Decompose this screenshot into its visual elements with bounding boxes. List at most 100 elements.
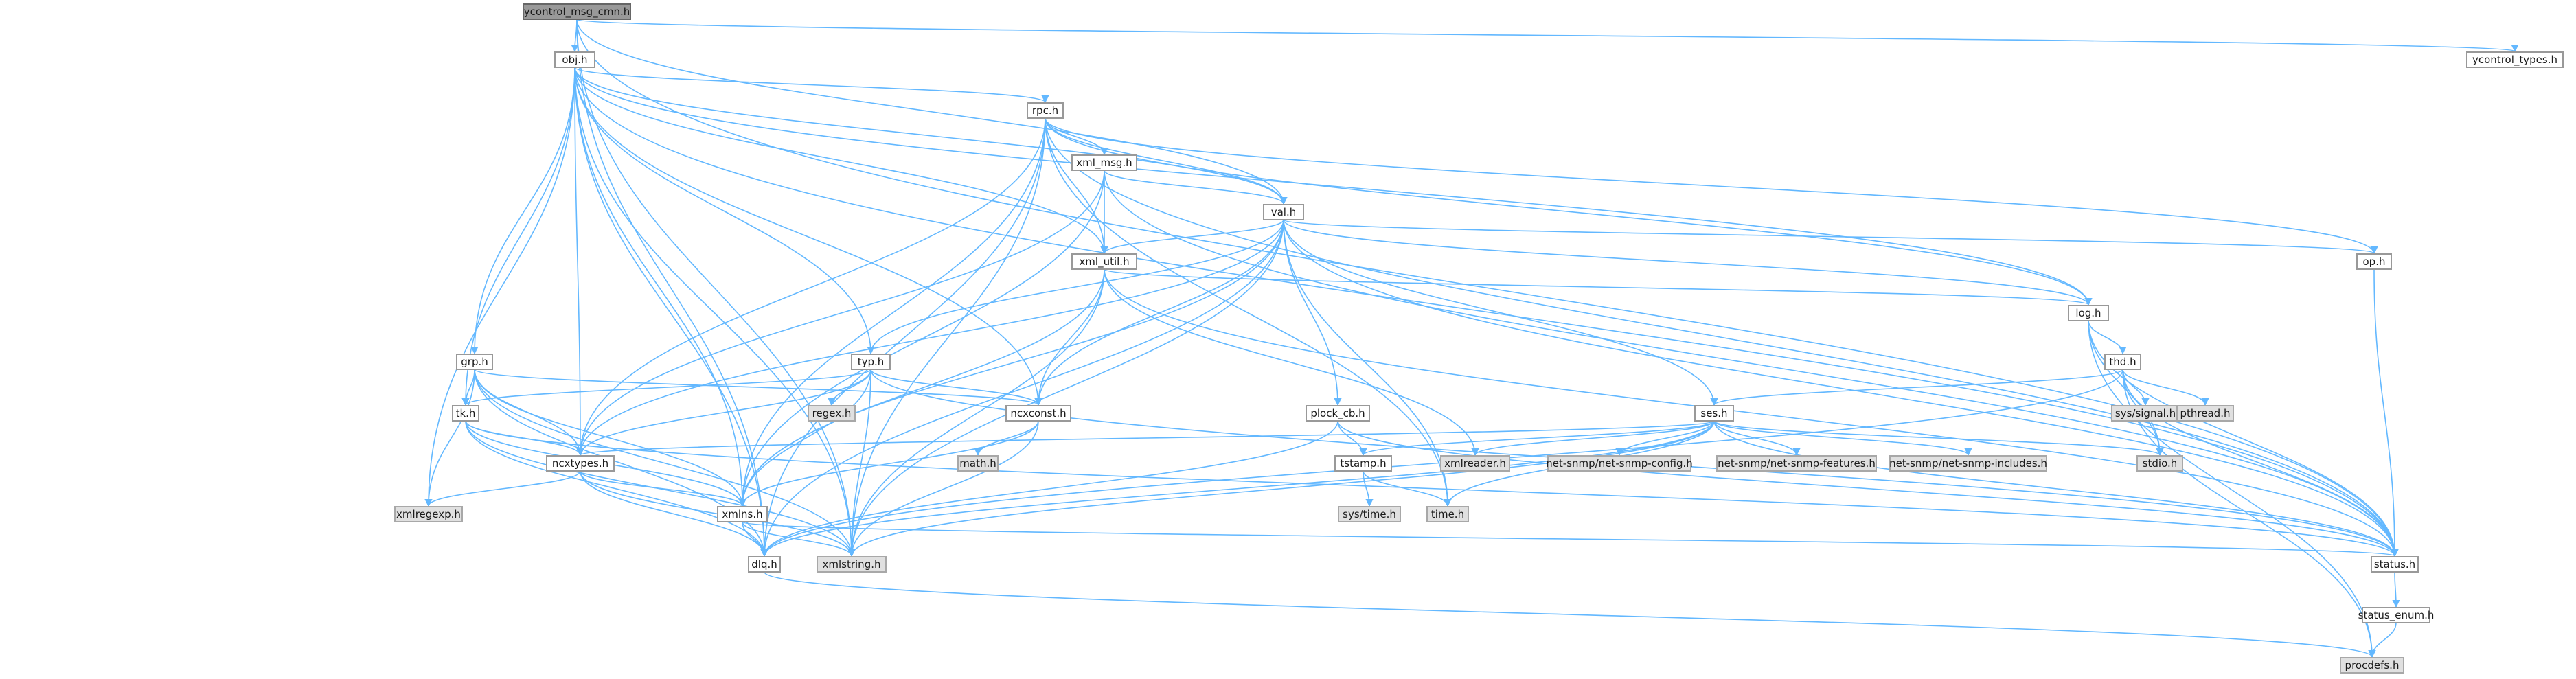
node-box <box>1426 506 1469 522</box>
node-box <box>1263 204 1304 220</box>
node-obj_h[interactable]: obj.h <box>554 51 595 68</box>
edge-xml_util_h-to-log_h <box>1104 268 2092 306</box>
edge-val_h-to-op_h <box>1283 219 2378 255</box>
edge-ses_h-to-net_snmp_config_h <box>1615 420 1715 457</box>
node-ycontrol_msg_cmn_h[interactable]: ycontrol_msg_cmn.h <box>523 3 631 20</box>
node-box <box>1071 253 1137 270</box>
node-status_h[interactable]: status.h <box>2371 556 2419 573</box>
node-box <box>456 354 493 370</box>
node-label: time.h <box>1431 508 1464 520</box>
node-status_enum_h[interactable]: status_enum.h <box>2358 607 2435 623</box>
edge-plock_cb_h-to-status_h <box>1337 420 2399 557</box>
edge-ses_h-to-status_h <box>1713 420 2399 557</box>
node-xml_msg_h[interactable]: xml_msg.h <box>1071 154 1137 171</box>
edge-tstamp_h-to-sys_time_h <box>1363 470 1374 507</box>
edge-obj_h-to-xmlns_h <box>574 67 746 507</box>
edge-tstamp_h-to-time_h <box>1363 470 1452 507</box>
node-box <box>2466 51 2564 68</box>
node-net_snmp_config_h: net-snmp/net-snmp-config.h <box>1546 455 1693 472</box>
node-box <box>2136 455 2183 472</box>
node-label: ncxconst.h <box>1010 407 1066 419</box>
node-tstamp_h[interactable]: tstamp.h <box>1334 455 1392 472</box>
node-label: net-snmp/net-snmp-config.h <box>1546 457 1693 470</box>
edge-xmlns_h-to-dlq_h <box>742 521 768 557</box>
node-box <box>2356 253 2392 270</box>
node-op_h[interactable]: op.h <box>2356 253 2392 270</box>
edge-obj_h-to-dlq_h <box>574 67 768 557</box>
node-label: plock_cb.h <box>1310 407 1365 420</box>
node-xmlregexp_h: xmlregexp.h <box>394 506 463 522</box>
edge-xml_util_h-to-ncxconst_h <box>1034 268 1105 406</box>
node-typ_h[interactable]: typ.h <box>851 354 891 370</box>
node-box <box>2104 354 2141 370</box>
node-dlq_h[interactable]: dlq.h <box>748 556 781 573</box>
edge-tk_h-to-status_h <box>465 420 2399 557</box>
node-label: xml_util.h <box>1079 255 1129 268</box>
edge-obj_h-to-xmlstring_h <box>574 67 856 557</box>
edge-xml_util_h-to-xmlns_h <box>738 268 1105 507</box>
node-label: net-snmp/net-snmp-includes.h <box>1889 457 2047 470</box>
node-plock_cb_h[interactable]: plock_cb.h <box>1306 405 1370 422</box>
edge-val_h-to-log_h <box>1283 219 2093 306</box>
node-val_h[interactable]: val.h <box>1263 204 1304 220</box>
edge-rpc_h-to-xmlstring_h <box>847 117 1046 557</box>
edge-val_h-to-plock_cb_h <box>1283 219 1342 406</box>
node-xmlns_h[interactable]: xmlns.h <box>717 506 768 522</box>
node-box <box>523 3 631 20</box>
dependency-edges <box>424 19 2518 658</box>
node-thd_h[interactable]: thd.h <box>2104 354 2141 370</box>
node-label: regex.h <box>812 407 852 419</box>
edge-obj_h-to-val_h <box>574 67 1288 205</box>
edge-ses_h-to-ncxtypes_h <box>577 420 1715 457</box>
edge-xml_msg_h-to-val_h <box>1104 170 1288 205</box>
edge-obj_h-to-typ_h <box>574 67 875 355</box>
node-label: grp.h <box>461 356 488 368</box>
edge-plock_cb_h-to-dlq_h <box>760 420 1338 557</box>
edge-ycontrol_msg_cmn_h-to-status_h <box>576 19 2399 557</box>
edge-obj_h-to-xml_util_h <box>574 67 1108 255</box>
node-sys_time_h: sys/time.h <box>1338 506 1401 522</box>
node-box <box>2340 657 2404 674</box>
edge-val_h-to-time_h <box>1283 219 1452 507</box>
node-grp_h[interactable]: grp.h <box>456 354 493 370</box>
node-xml_util_h[interactable]: xml_util.h <box>1071 253 1137 270</box>
edge-obj_h-to-rpc_h <box>574 67 1049 104</box>
edge-rpc_h-to-status_h <box>1045 117 2399 557</box>
node-box <box>2362 607 2430 623</box>
node-tk_h[interactable]: tk.h <box>452 405 479 422</box>
node-label: rpc.h <box>1032 104 1058 117</box>
edge-xml_msg_h-to-status_h <box>1104 170 2399 557</box>
node-label: dlq.h <box>751 558 777 571</box>
node-ses_h[interactable]: ses.h <box>1694 405 1734 422</box>
node-label: sys/signal.h <box>2115 407 2176 419</box>
node-math_h: math.h <box>957 455 999 472</box>
node-label: obj.h <box>562 54 587 66</box>
node-ncxconst_h[interactable]: ncxconst.h <box>1005 405 1071 422</box>
edge-ncxconst_h-to-xmlns_h <box>738 420 1039 507</box>
node-ncxtypes_h[interactable]: ncxtypes.h <box>546 455 615 472</box>
node-box <box>452 405 479 422</box>
edge-val_h-to-ncxconst_h <box>1034 219 1284 406</box>
node-ycontrol_types_h[interactable]: ycontrol_types.h <box>2466 51 2564 68</box>
node-box <box>1440 455 1510 472</box>
node-box <box>2371 556 2419 573</box>
node-box <box>717 506 768 522</box>
edge-thd_h-to-status_h <box>2122 369 2399 557</box>
edge-grp_h-to-xmlns_h <box>474 369 746 507</box>
edge-obj_h-to-ncxconst_h <box>574 67 1042 406</box>
node-log_h[interactable]: log.h <box>2068 305 2109 321</box>
edge-status_h-to-status_enum_h <box>2392 571 2400 608</box>
node-rpc_h[interactable]: rpc.h <box>1027 102 1064 119</box>
node-box <box>748 556 781 573</box>
node-box <box>1716 455 1877 472</box>
node-box <box>1027 102 1064 119</box>
node-label: xmlns.h <box>722 508 762 520</box>
edge-typ_h-to-tk_h <box>461 369 871 406</box>
node-label: math.h <box>959 457 996 470</box>
node-label: tk.h <box>456 407 476 419</box>
node-label: ses.h <box>1700 407 1727 419</box>
edge-obj_h-to-ncxtypes_h <box>574 67 584 457</box>
node-pthread_h: pthread.h <box>2176 405 2234 422</box>
edge-log_h-to-procdefs_h <box>2088 320 2376 658</box>
